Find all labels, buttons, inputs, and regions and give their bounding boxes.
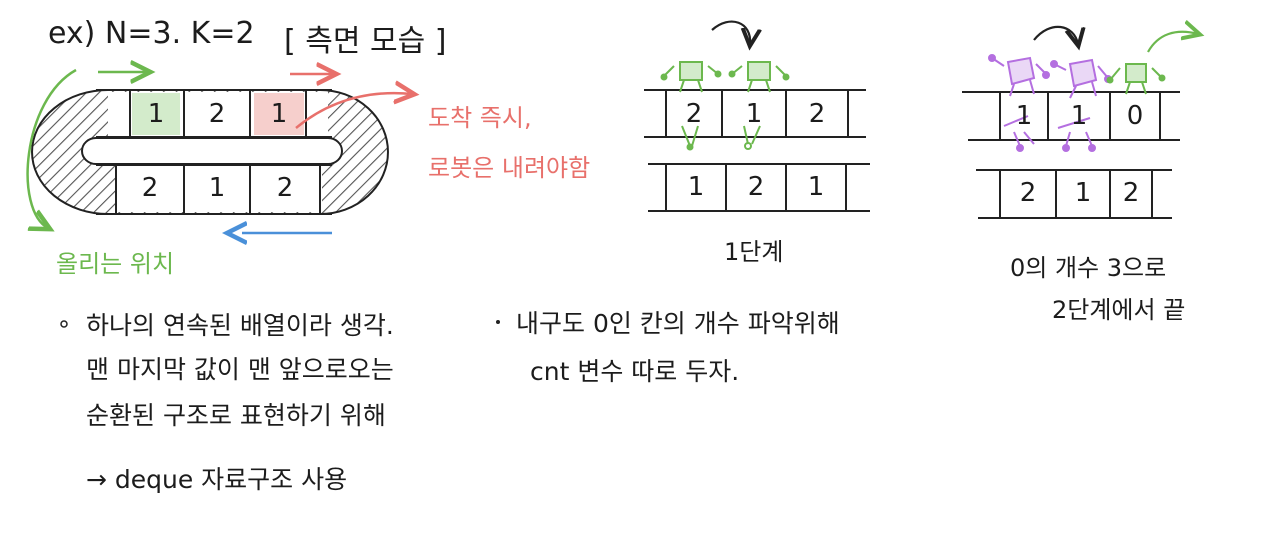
note-right-line: cnt 변수 따로 두자. bbox=[530, 357, 740, 386]
step2-caption-line1: 0의 개수 3으로 bbox=[1010, 254, 1167, 282]
belt-cell: 1 bbox=[270, 99, 288, 129]
robot-legs bbox=[1003, 115, 1096, 152]
belt-cell: 2 bbox=[1122, 178, 1140, 208]
belt-cell: 2 bbox=[141, 173, 159, 203]
example-title: ex) N=3. K=2 bbox=[48, 16, 255, 51]
note-left-line: 하나의 연속된 배열이라 생각. bbox=[86, 311, 394, 340]
step1-label: 1단계 bbox=[724, 238, 784, 266]
robot-icon bbox=[660, 61, 722, 93]
robot-exit-arrow bbox=[1147, 32, 1198, 53]
belt-cell: 2 bbox=[808, 99, 826, 129]
note-right-line: 내구도 0인 칸의 개수 파악위해 bbox=[516, 309, 840, 338]
red-callout-arrow bbox=[295, 93, 412, 129]
green-loop-arrow bbox=[26, 68, 77, 228]
arrive-note-line2: 로봇은 내려야함 bbox=[428, 154, 591, 182]
belt-cell: 0 bbox=[1126, 101, 1144, 131]
belt-cell: 1 bbox=[208, 173, 226, 203]
note-left-line: 맨 마지막 값이 맨 앞으로오는 bbox=[86, 355, 394, 384]
belt-cell: 1 bbox=[745, 99, 763, 129]
note-left-line: 순환된 구조로 표현하기 위해 bbox=[86, 401, 386, 430]
belt-cell: 1 bbox=[1015, 101, 1033, 131]
belt-cell: 2 bbox=[747, 172, 765, 202]
belt-cell: 1 bbox=[1070, 101, 1088, 131]
step2-belt bbox=[962, 91, 1180, 219]
side-view-label: [ 측면 모습 ] bbox=[284, 24, 447, 59]
belt-cell: 2 bbox=[685, 99, 703, 129]
belt-cell: 2 bbox=[276, 173, 294, 203]
belt-cell: 1 bbox=[687, 172, 705, 202]
belt-cell: 1 bbox=[1074, 178, 1092, 208]
belt-cell: 1 bbox=[147, 99, 165, 129]
step2-caption-line2: 2단계에서 끝 bbox=[1052, 296, 1186, 324]
note-left-line: → deque 자료구조 사용 bbox=[86, 465, 348, 494]
example-belt bbox=[31, 89, 389, 215]
arrive-note-line1: 도착 즉시, bbox=[428, 104, 532, 132]
robot-move-arrow bbox=[1033, 25, 1078, 44]
robot-legs bbox=[681, 125, 761, 151]
bullet-dot bbox=[496, 320, 500, 324]
robot-icon bbox=[1106, 63, 1166, 95]
bullet-dot bbox=[60, 320, 68, 328]
belt-cell: 1 bbox=[807, 172, 825, 202]
belt-cell: 2 bbox=[1019, 178, 1037, 208]
robot-icon bbox=[988, 54, 1050, 97]
robot-icon bbox=[728, 61, 790, 93]
robot-move-arrow bbox=[711, 20, 750, 44]
robot-icon bbox=[1050, 58, 1112, 99]
load-position-label: 올리는 위치 bbox=[56, 250, 175, 278]
belt-cell: 2 bbox=[208, 99, 226, 129]
